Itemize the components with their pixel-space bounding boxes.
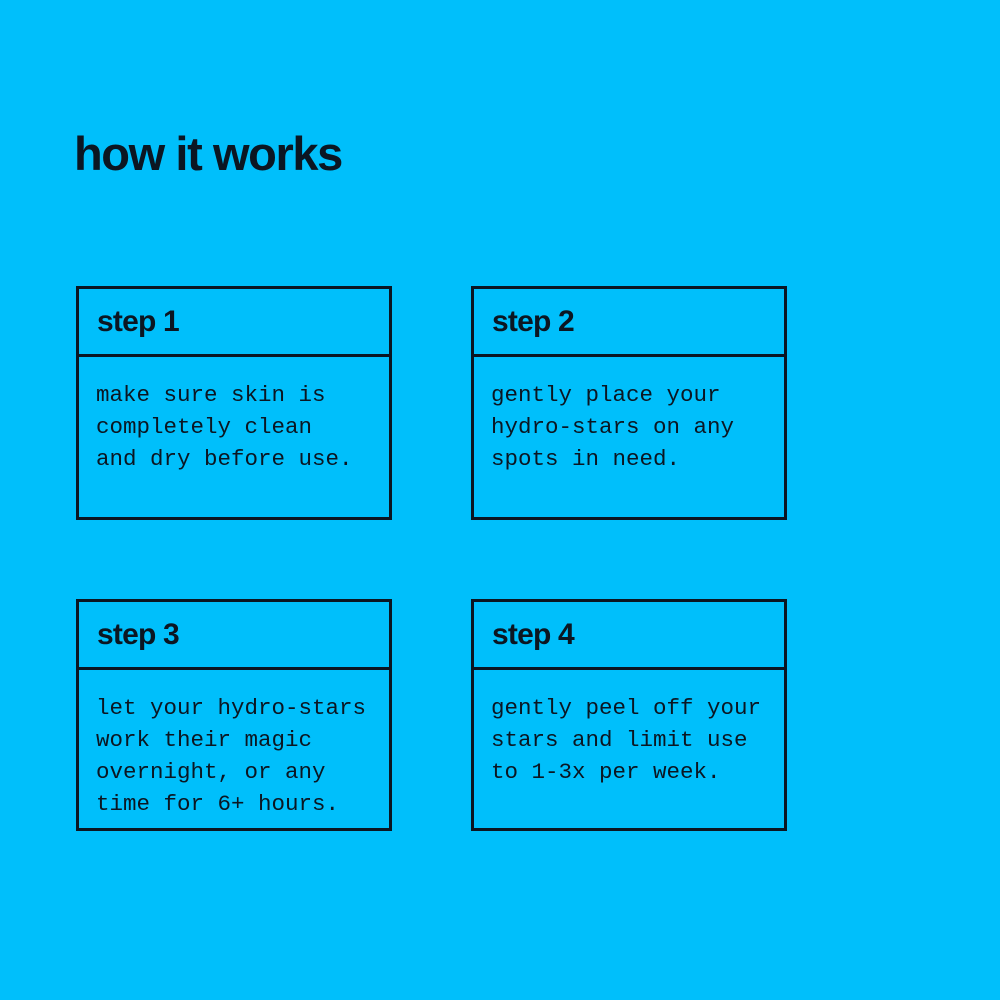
step-card-body-4: gently peel off your stars and limit use… [474, 670, 784, 828]
step-card-header-4: step 4 [474, 602, 784, 670]
step-card-text-1: make sure skin is completely clean and d… [96, 382, 353, 472]
step-card-title-1: step 1 [97, 304, 180, 338]
step-card-header-3: step 3 [79, 602, 389, 670]
step-card-header-2: step 2 [474, 289, 784, 357]
step-card-text-3: let your hydro-stars work their magic ov… [96, 695, 367, 817]
step-card-header-1: step 1 [79, 289, 389, 357]
step-card-3: step 3 let your hydro-stars work their m… [76, 599, 392, 831]
step-card-text-4: gently peel off your stars and limit use… [491, 695, 762, 785]
step-card-title-4: step 4 [492, 617, 575, 651]
step-card-4: step 4 gently peel off your stars and li… [471, 599, 787, 831]
step-card-text-2: gently place your hydro-stars on any spo… [491, 382, 735, 472]
steps-grid: step 1 make sure skin is completely clea… [76, 286, 787, 831]
step-card-body-2: gently place your hydro-stars on any spo… [474, 357, 784, 517]
step-card-title-3: step 3 [97, 617, 180, 651]
step-card-body-3: let your hydro-stars work their magic ov… [79, 670, 389, 828]
step-card-1: step 1 make sure skin is completely clea… [76, 286, 392, 520]
page-title: how it works [74, 127, 343, 181]
step-card-body-1: make sure skin is completely clean and d… [79, 357, 389, 517]
step-card-title-2: step 2 [492, 304, 575, 338]
step-card-2: step 2 gently place your hydro-stars on … [471, 286, 787, 520]
